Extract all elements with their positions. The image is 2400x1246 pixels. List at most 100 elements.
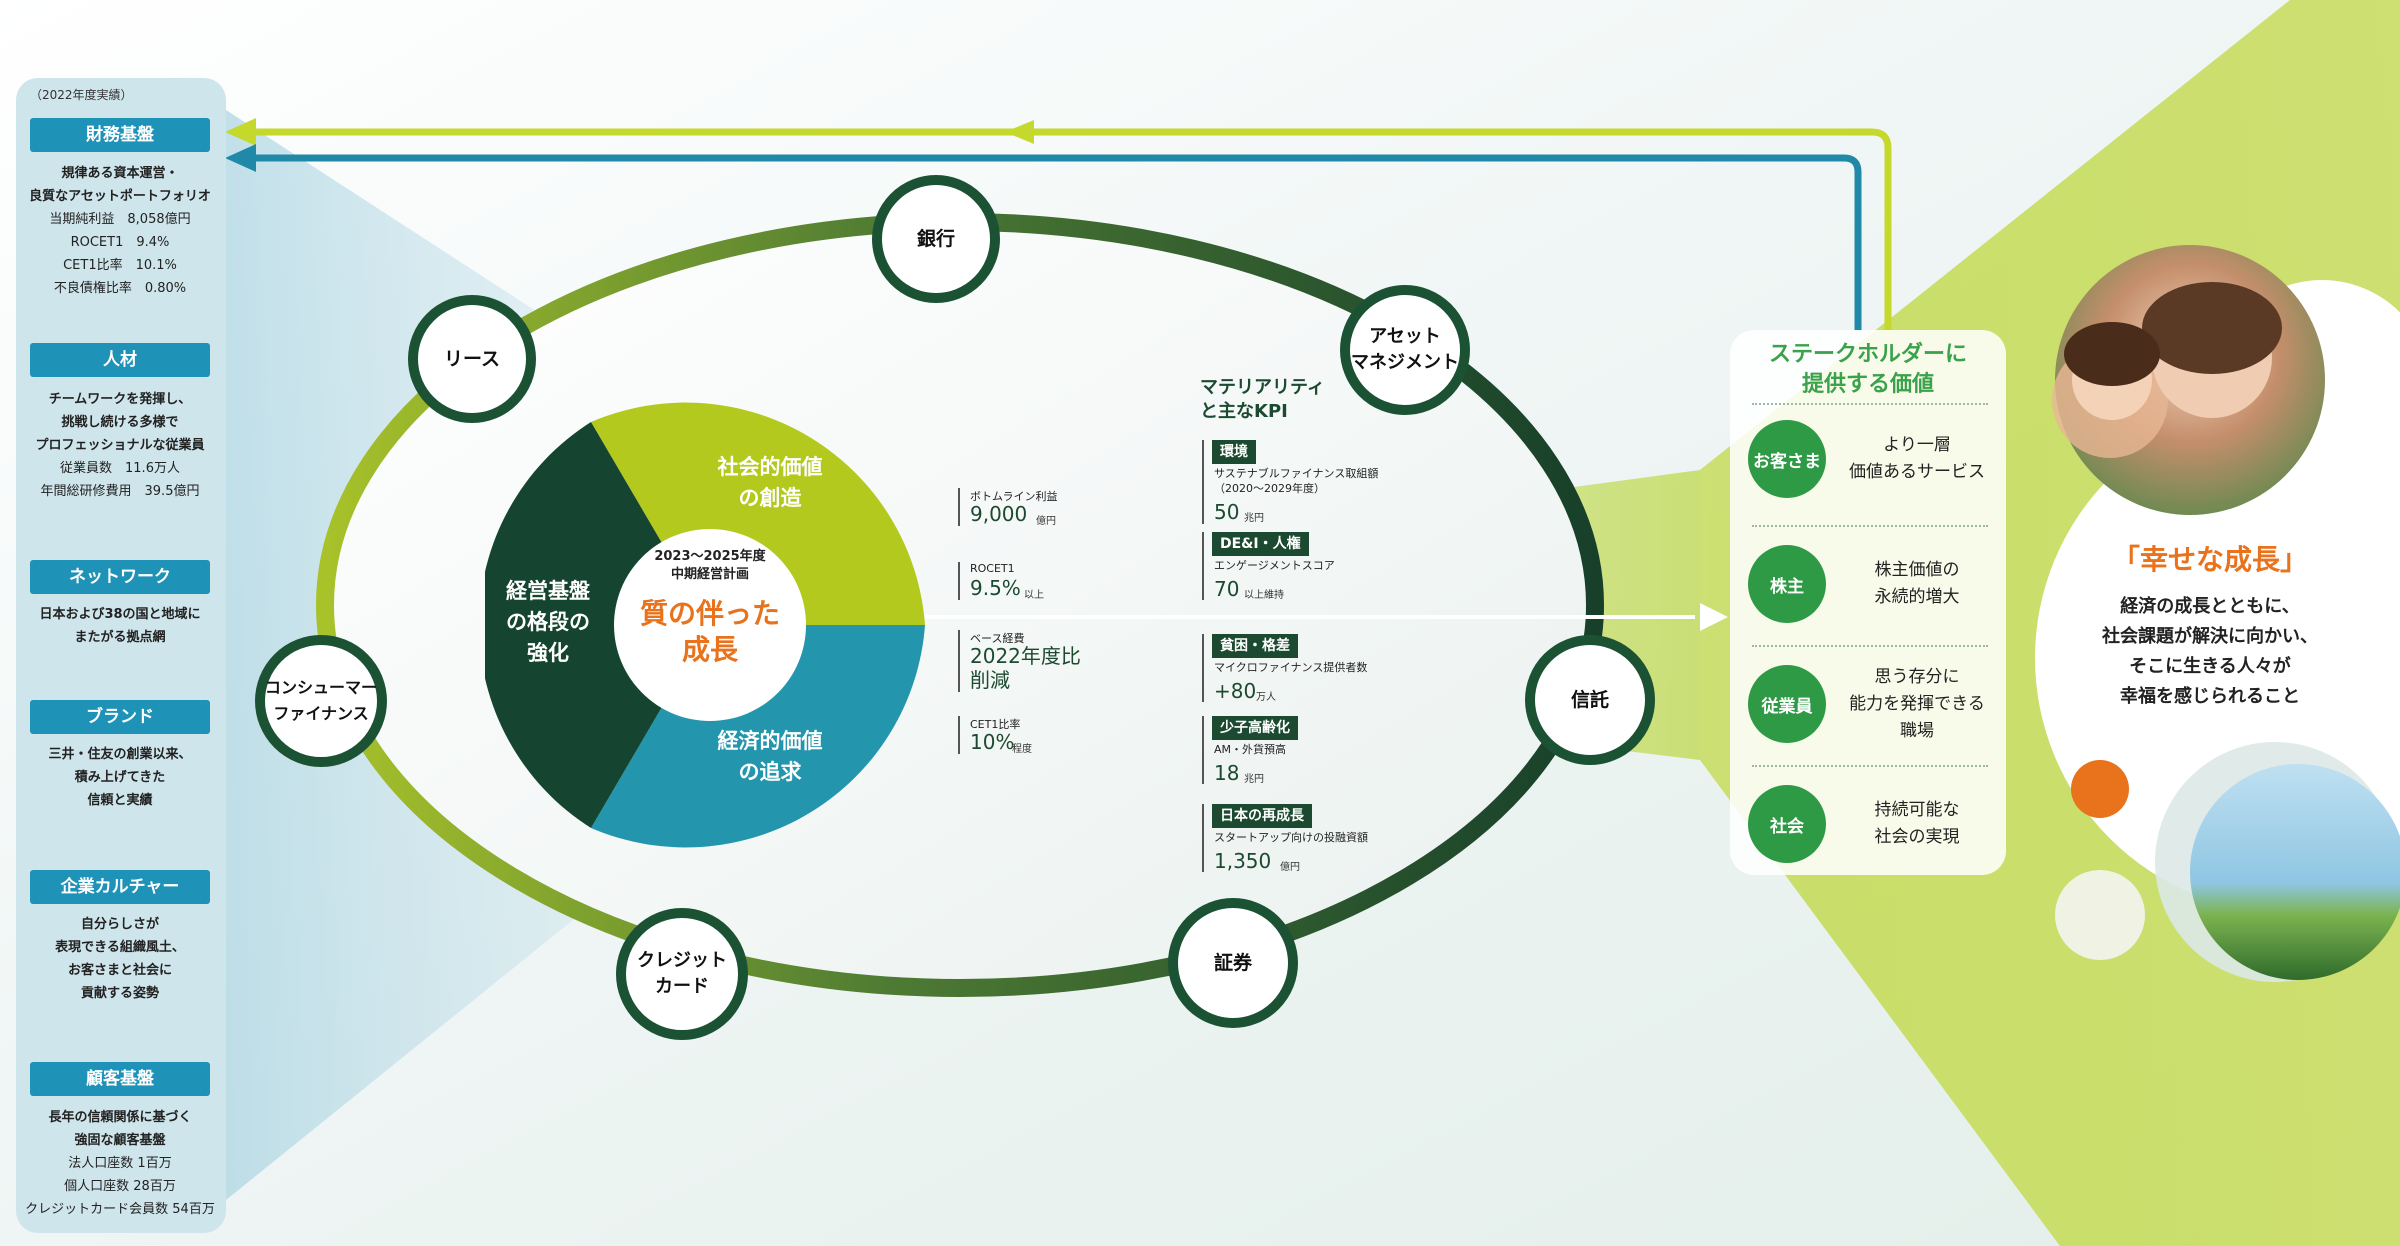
node-bank: 銀行 [872,175,1000,303]
kpi-value: 9.5% [970,576,1021,600]
category-heading: 人材 [30,343,210,377]
category-heading: 顧客基盤 [30,1062,210,1096]
category-line: 当期純利益 8,058億円 [49,212,191,227]
kpi-label: ボトムライン利益 [970,490,1058,503]
materiality-tag: 日本の再成長 [1212,804,1312,828]
materiality-divider [1202,634,1204,702]
category-line: 個人口座数 28百万 [64,1179,176,1194]
node-securities: 証券 [1168,898,1298,1028]
node-trust: 信託 [1525,635,1655,765]
kpi-divider [958,630,960,692]
node-credit-card: クレジット カード [616,908,748,1040]
materiality-kpi-label: スタートアップ向けの投融資額 [1214,831,1368,844]
city-photo [2190,764,2400,980]
category-body: 規律ある資本運営・良質なアセットポートフォリオ当期純利益 8,058億円 ROCE… [20,162,220,300]
stakeholder-badge: お客さま [1748,420,1826,498]
pie-green-label: 社会的価値 の創造 [717,455,823,510]
kpi-divider [958,716,960,754]
stakeholder-divider [1752,525,1988,527]
category-body: チームワークを発揮し、挑戦し続ける多様でプロフェッショナルな従業員従業員数 11… [20,388,220,503]
materiality-divider [1202,440,1204,524]
node-lease: リース [408,295,536,423]
stakeholder-value: 株主価値の 永続的増大 [1874,560,1960,607]
materiality-kpi-value: 18 [1214,761,1240,785]
stakeholder-title: ステークホルダーに 提供する価値 [1768,342,1967,397]
category-line: 良質なアセットポートフォリオ [29,189,211,204]
category-line: 従業員数 11.6万人 [60,461,180,476]
materiality-kpi-unit: 万人 [1256,692,1276,703]
kpi-value: 9,000 [970,502,1028,526]
pie-center-sub: 2023～2025年度 中期経営計画 [654,549,766,582]
category-heading: ブランド [30,700,210,734]
category-body: 日本および38の国と地域にまたがる拠点網 [20,603,220,649]
stakeholder-badge: 株主 [1748,545,1826,623]
materiality-divider [1202,804,1204,872]
strategy-pie [485,402,925,848]
stakeholder-value: より一層 価値あるサービス [1849,435,1985,482]
pie-blue-label: 経済的価値 の追求 [717,729,823,784]
category-line: またがる拠点網 [74,630,166,645]
category-line: ROCET1 9.4% [70,235,170,250]
happiness-text: 経済の成長とともに、 社会課題が解決に向かい、 そこに生きる人々が 幸福を感じら… [2102,596,2318,707]
node-asset-management: アセット マネジメント [1340,285,1470,415]
category-line: お客さまと社会に [67,963,172,978]
category-line: 長年の信頼関係に基づく [48,1110,192,1125]
kpi-label: ベース経費 [970,632,1025,645]
stakeholder-divider [1752,645,1988,647]
category-line: 挑戦し続ける多様で [61,415,179,430]
stakeholder-badge: 従業員 [1748,665,1826,743]
category-line: プロフェッショナルな従業員 [35,438,205,453]
materiality-tag: DE&I・人権 [1212,532,1309,556]
category-body: 三井・住友の創業以来、積み上げてきた信頼と実績 [20,743,220,812]
materiality-divider [1202,716,1204,784]
stakeholder-divider [1752,765,1988,767]
kpi-value: 10% [970,730,1015,754]
materiality-kpi-value: 1,350 [1214,849,1272,873]
stakeholder-badge: 社会 [1748,785,1826,863]
materiality-tag: 少子高齢化 [1212,716,1298,740]
happiness-title: 「幸せな成長」 [2111,543,2308,576]
category-line: チームワークを発揮し、 [48,392,192,407]
caption: （2022年度実績） [30,88,133,102]
materiality-tag: 環境 [1212,440,1256,464]
category-line: 積み上げてきた [74,770,166,785]
category-line: 規律ある資本運営・ [61,166,179,181]
category-line: 三井・住友の創業以来、 [48,747,192,762]
materiality-divider [1202,532,1204,600]
materiality-kpi-unit: 億円 [1280,862,1300,873]
stakeholder-value: 持続可能な 社会の実現 [1874,800,1960,847]
family-photo [2052,245,2325,515]
materiality-kpi-label: AM・外貨預高 [1214,743,1287,756]
category-line: 貢献する姿勢 [80,986,159,1001]
materiality-kpi-label: サステナブルファイナンス取組額 （2020～2029年度） [1214,467,1379,495]
pie-dark-label: 経営基盤 の格段の 強化 [506,579,590,665]
materiality-kpi-label: マイクロファイナンス提供者数 [1214,661,1368,674]
category-heading: 財務基盤 [30,118,210,152]
stakeholder-divider [1752,403,1988,405]
materiality-kpi-value: 70 [1214,577,1240,601]
kpi-divider [958,562,960,600]
category-heading: ネットワーク [30,560,210,594]
pie-center-main: 質の伴った 成長 [639,597,780,666]
category-heading: 企業カルチャー [30,870,210,904]
kpi-label: CET1比率 [970,718,1021,731]
kpi-unit: 程度 [1012,744,1032,755]
category-line: 年間総研修費用 39.5億円 [40,484,200,499]
materiality-kpi-unit: 兆円 [1244,774,1264,785]
category-line: 自分らしさが [80,917,159,932]
materiality-kpi-unit: 兆円 [1244,513,1264,524]
capital-panel [16,78,226,1233]
kpi-unit: 以上 [1024,590,1044,601]
category-line: クレジットカード会員数 54百万 [25,1202,215,1217]
materiality-kpi-unit: 以上維持 [1244,590,1284,601]
category-body: 自分らしさが表現できる組織風土、お客さまと社会に貢献する姿勢 [20,913,220,1005]
category-line: 不良債権比率 0.80% [53,281,187,296]
kpi-unit: 億円 [1036,516,1056,527]
stakeholder-value: 思う存分に 能力を発揮できる 職場 [1849,666,1985,741]
node-consumer-finance: コンシューマー ファイナンス [255,635,387,767]
category-line: 法人口座数 1百万 [68,1156,172,1171]
category-line: 強固な顧客基盤 [74,1133,166,1148]
category-line: 日本および38の国と地域に [39,607,201,622]
